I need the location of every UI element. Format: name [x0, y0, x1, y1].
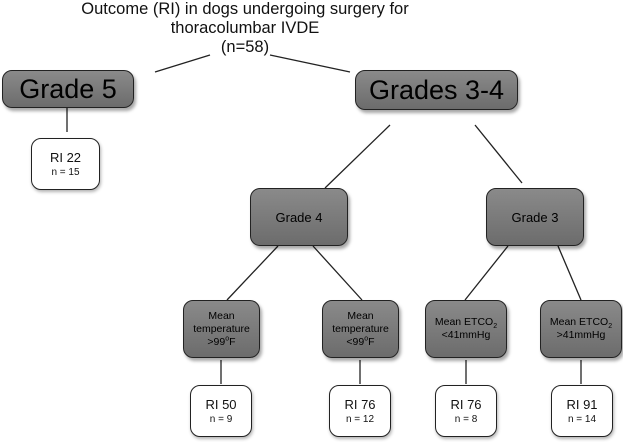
temp-high-outcome-box: RI 50 n = 9 [190, 385, 252, 437]
temp-low-unit: F [368, 335, 375, 348]
temp-high-n: n = 9 [209, 413, 233, 425]
grade5-node: Grade 5 [2, 70, 134, 108]
etco2-high-line1: Mean ETCO [549, 316, 609, 328]
temp-low-ri: RI 76 [344, 396, 376, 412]
etco2-high-ri: RI 91 [566, 396, 598, 412]
grades34-label: Grades 3-4 [368, 74, 505, 105]
etco2-high-outcome-box: RI 91 n = 14 [551, 385, 613, 437]
temp-high-line2: temperature [193, 322, 250, 335]
temp-low-node: Mean temperature <99oF [322, 300, 399, 358]
grade5-outcome-box: RI 22 n = 15 [31, 138, 100, 190]
title-line-3: (n=58) [220, 38, 270, 56]
etco2-high-node: Mean ETCO2 >41mmHg [540, 300, 622, 358]
etco2-low-outcome-box: RI 76 n = 8 [435, 385, 497, 437]
temp-high-line1: Mean [208, 309, 235, 322]
temp-high-degree: o [225, 335, 230, 342]
diagram-title: Outcome (RI) in dogs undergoing surgery … [60, 0, 430, 57]
etco2-low-sub: 2 [493, 323, 498, 331]
temp-high-node: Mean temperature >99oF [183, 300, 260, 358]
grade3-node: Grade 3 [486, 188, 584, 246]
etco2-low-n: n = 8 [454, 413, 478, 425]
temp-low-degree: o [364, 335, 369, 342]
temp-low-n: n = 12 [345, 413, 375, 425]
etco2-low-line2: <41mmHg [441, 329, 491, 341]
grade5-n: n = 15 [51, 166, 80, 178]
etco2-low-node: Mean ETCO2 <41mmHg [425, 300, 507, 358]
temp-low-line1: Mean [347, 309, 374, 322]
etco2-high-n: n = 14 [567, 413, 597, 425]
title-line-1: Outcome (RI) in dogs undergoing surgery … [81, 0, 409, 18]
temp-low-outcome-box: RI 76 n = 12 [329, 385, 391, 437]
temp-low-line3: <99 [346, 335, 365, 348]
grade5-label: Grade 5 [19, 73, 117, 104]
etco2-high-line2: >41mmHg [556, 329, 606, 341]
etco2-low-ri: RI 76 [450, 396, 482, 412]
temp-high-line3: >99 [207, 335, 226, 348]
temp-low-line2: temperature [332, 322, 389, 335]
temp-high-ri: RI 50 [205, 396, 237, 412]
title-line-2: thoracolumbar IVDE [170, 19, 320, 37]
etco2-low-line1: Mean ETCO [434, 316, 494, 328]
etco2-high-sub: 2 [608, 323, 613, 331]
temp-high-unit: F [229, 335, 236, 348]
grade4-label: Grade 4 [275, 209, 323, 225]
grade4-node: Grade 4 [250, 188, 348, 246]
grades34-node: Grades 3-4 [355, 70, 518, 110]
grade5-ri: RI 22 [49, 149, 82, 165]
grade3-label: Grade 3 [511, 209, 559, 225]
